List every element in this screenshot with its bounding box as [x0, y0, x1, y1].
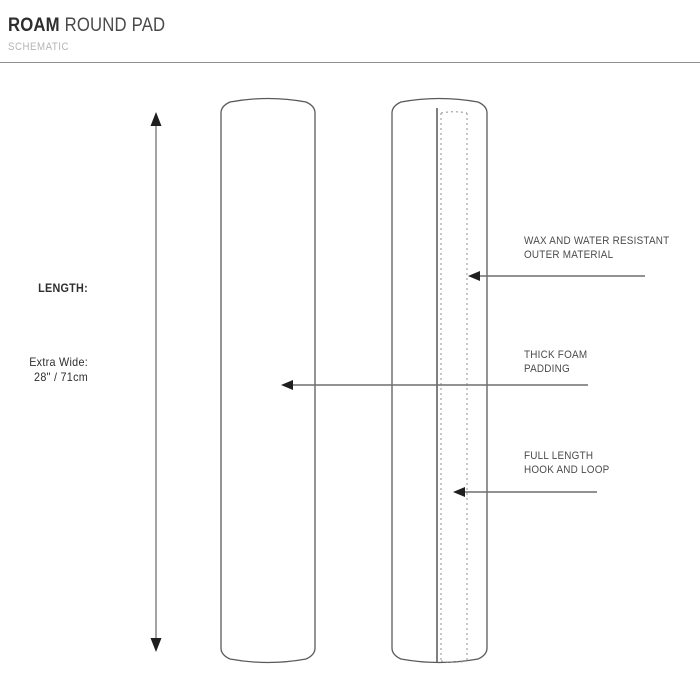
- pad-cylinder-left: [220, 97, 316, 664]
- width-label: Extra Wide: 28" / 71cm: [25, 355, 88, 385]
- length-dimension-arrow: [150, 112, 162, 652]
- pad-cylinder-right: [391, 97, 488, 664]
- header-divider: [0, 62, 700, 63]
- callout-arrow-foam-padding: [281, 380, 588, 390]
- callout-outer-material: WAX AND WATER RESISTANT OUTER MATERIAL: [524, 234, 669, 262]
- hook-and-loop-stitching: [440, 111, 468, 663]
- brand-name: ROAM: [8, 15, 60, 36]
- page-subtitle: SCHEMATIC: [8, 41, 70, 53]
- callout-outer-material-line1: WAX AND WATER RESISTANT: [524, 235, 670, 247]
- width-label-title: Extra Wide:: [29, 355, 88, 369]
- callout-arrow-outer-material: [468, 271, 645, 281]
- callout-hook-and-loop-line1: FULL LENGTH: [524, 450, 594, 462]
- product-name: ROUND PAD: [64, 15, 166, 36]
- callout-outer-material-line2: OUTER MATERIAL: [524, 249, 614, 261]
- callout-hook-and-loop: FULL LENGTH HOOK AND LOOP: [524, 449, 609, 477]
- callout-arrow-hook-and-loop: [453, 487, 597, 497]
- page-header: ROAM ROUND PAD SCHEMATIC: [0, 0, 700, 63]
- callout-foam-padding-line1: THICK FOAM: [524, 349, 588, 361]
- page-title: ROAM ROUND PAD: [8, 15, 165, 37]
- callout-hook-and-loop-line2: HOOK AND LOOP: [524, 464, 610, 476]
- length-label: LENGTH:: [38, 281, 88, 295]
- callout-foam-padding: THICK FOAM PADDING: [524, 348, 587, 376]
- width-label-value: 28" / 71cm: [34, 370, 88, 384]
- callout-foam-padding-line2: PADDING: [524, 363, 570, 375]
